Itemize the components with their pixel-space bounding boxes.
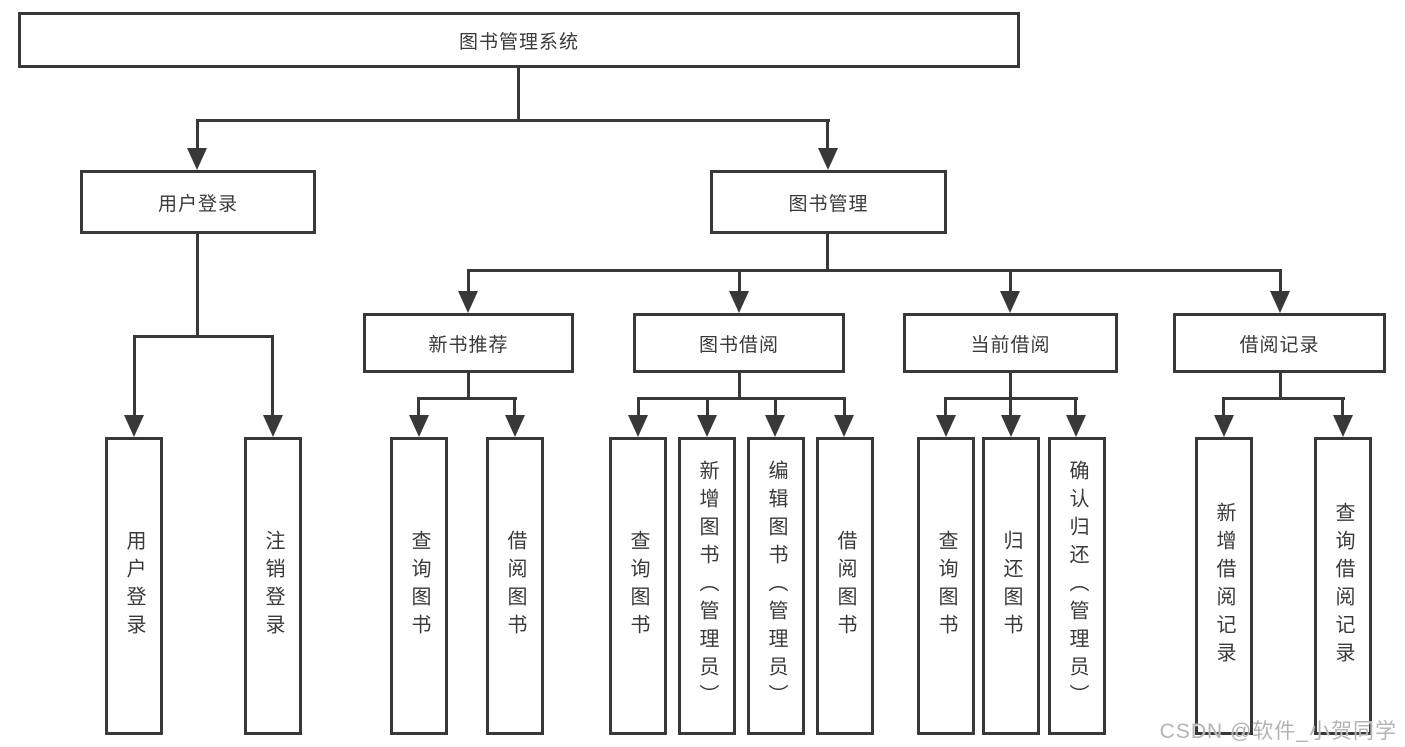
- leaf-query-books-label: 查询图书: [408, 530, 430, 642]
- leaf-confirm-return-admin: 确认归还（管理员）: [1048, 437, 1106, 735]
- connector-leaf-stem: [843, 397, 846, 417]
- arrowhead-down-icon: [1001, 415, 1021, 437]
- node-current-borrowing: 当前借阅: [903, 313, 1118, 373]
- node-new-book-recommend-label: 新书推荐: [428, 334, 509, 356]
- connector-user-login-stem-1: [133, 335, 136, 417]
- leaf-confirm-return-admin-label: 确认归还（管理员）: [1066, 460, 1088, 712]
- connector-leaf-stem: [1222, 397, 1225, 417]
- node-book-management-label: 图书管理: [788, 193, 869, 215]
- leaf-user-login-label: 用户登录: [123, 530, 145, 642]
- node-book-management: 图书管理: [710, 170, 947, 234]
- csdn-watermark: CSDN @软件_小贺同学: [1159, 720, 1397, 743]
- node-user-login-label: 用户登录: [157, 193, 238, 215]
- node-root-label: 图书管理系统: [458, 31, 579, 53]
- arrowhead-down-icon: [1270, 291, 1290, 313]
- connector-level3-stem-3: [1009, 269, 1012, 294]
- arrowhead-down-icon: [765, 415, 785, 437]
- node-user-login: 用户登录: [80, 170, 316, 234]
- connector-level3-stem-1: [467, 269, 470, 294]
- connector-records-trunk: [1279, 373, 1282, 399]
- connector-level3-rail: [467, 269, 1281, 272]
- arrowhead-down-icon: [187, 148, 207, 170]
- connector-recommend-rail: [418, 397, 517, 400]
- arrowhead-down-icon: [263, 415, 283, 437]
- connector-current-trunk: [1009, 373, 1012, 399]
- leaf-query-borrow-record: 查询借阅记录: [1314, 437, 1372, 735]
- connector-leaf-stem: [774, 397, 777, 417]
- arrowhead-down-icon: [729, 291, 749, 313]
- leaf-borrow-books-label: 借阅图书: [834, 530, 856, 642]
- connector-leaf-stem: [1341, 397, 1344, 417]
- leaf-user-login: 用户登录: [105, 437, 163, 735]
- arrowhead-down-icon: [936, 415, 956, 437]
- connector-root-trunk: [517, 68, 520, 121]
- arrowhead-down-icon: [834, 415, 854, 437]
- arrowhead-down-icon: [124, 415, 144, 437]
- connector-records-rail: [1223, 397, 1345, 400]
- arrowhead-down-icon: [1214, 415, 1234, 437]
- connector-borrowing-trunk: [738, 373, 741, 399]
- connector-leaf-stem: [637, 397, 640, 417]
- leaf-query-books-recommend: 查询图书: [390, 437, 448, 735]
- connector-level2-stem-right: [826, 119, 829, 151]
- arrowhead-down-icon: [1333, 415, 1353, 437]
- connector-leaf-stem: [417, 397, 420, 417]
- arrowhead-down-icon: [628, 415, 648, 437]
- connector-leaf-stem: [1009, 397, 1012, 417]
- connector-level2-rail: [196, 119, 830, 122]
- leaf-add-borrow-record-label: 新增借阅记录: [1213, 502, 1235, 670]
- connector-user-login-trunk: [196, 234, 199, 337]
- connector-leaf-stem: [706, 397, 709, 417]
- arrowhead-down-icon: [697, 415, 717, 437]
- connector-leaf-stem: [513, 397, 516, 417]
- leaf-query-borrow-record-label: 查询借阅记录: [1332, 502, 1354, 670]
- node-borrowing-records: 借阅记录: [1173, 313, 1386, 373]
- connector-leaf-stem: [944, 397, 947, 417]
- leaf-borrow-books-borrowing: 借阅图书: [816, 437, 874, 735]
- arrowhead-down-icon: [505, 415, 525, 437]
- node-root-system: 图书管理系统: [18, 12, 1020, 68]
- connector-level2-stem-left: [196, 119, 199, 151]
- leaf-borrow-books-label: 借阅图书: [504, 530, 526, 642]
- node-book-borrowing-label: 图书借阅: [698, 334, 779, 356]
- leaf-query-books-label: 查询图书: [935, 530, 957, 642]
- connector-leaf-stem: [1074, 397, 1077, 417]
- leaf-borrow-books-recommend: 借阅图书: [486, 437, 544, 735]
- connector-borrowing-rail: [637, 397, 846, 400]
- leaf-query-books-current: 查询图书: [917, 437, 975, 735]
- connector-book-mgmt-trunk: [826, 234, 829, 271]
- node-book-borrowing: 图书借阅: [633, 313, 845, 373]
- leaf-logout: 注销登录: [244, 437, 302, 735]
- arrowhead-down-icon: [409, 415, 429, 437]
- leaf-edit-books-admin-label: 编辑图书（管理员）: [765, 460, 787, 712]
- connector-user-login-rail: [133, 335, 274, 338]
- arrowhead-down-icon: [1000, 291, 1020, 313]
- leaf-logout-label: 注销登录: [262, 530, 284, 642]
- arrowhead-down-icon: [818, 148, 838, 170]
- arrowhead-down-icon: [458, 291, 478, 313]
- connector-level3-stem-4: [1279, 269, 1282, 294]
- connector-recommend-trunk: [467, 373, 470, 399]
- node-new-book-recommend: 新书推荐: [363, 313, 574, 373]
- connector-level3-stem-2: [738, 269, 741, 294]
- connector-user-login-stem-2: [271, 335, 274, 417]
- leaf-edit-books-admin: 编辑图书（管理员）: [747, 437, 805, 735]
- leaf-add-books-admin-label: 新增图书（管理员）: [696, 460, 718, 712]
- node-borrowing-records-label: 借阅记录: [1239, 334, 1320, 356]
- arrowhead-down-icon: [1066, 415, 1086, 437]
- leaf-return-books: 归还图书: [982, 437, 1040, 735]
- leaf-query-books-label: 查询图书: [627, 530, 649, 642]
- leaf-query-books-borrowing: 查询图书: [609, 437, 667, 735]
- leaf-add-books-admin: 新增图书（管理员）: [678, 437, 736, 735]
- leaf-add-borrow-record: 新增借阅记录: [1195, 437, 1253, 735]
- leaf-return-books-label: 归还图书: [1000, 530, 1022, 642]
- node-current-borrowing-label: 当前借阅: [970, 334, 1051, 356]
